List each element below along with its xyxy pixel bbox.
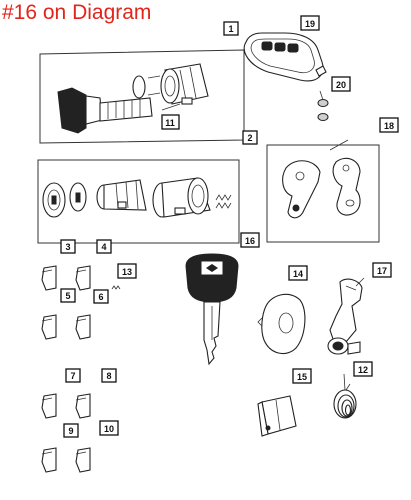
- svg-text:18: 18: [384, 121, 394, 131]
- svg-text:20: 20: [336, 80, 346, 90]
- callout-15: 15: [292, 368, 312, 384]
- callout-3: 3: [60, 239, 76, 254]
- callout-6: 6: [93, 289, 109, 304]
- ignition-key: [185, 253, 239, 366]
- callout-14: 14: [288, 265, 308, 281]
- cylinder-cap-15: [257, 395, 297, 437]
- coil-spring-12: [333, 383, 357, 419]
- svg-text:5: 5: [65, 291, 70, 301]
- retainer-clip-row4: [41, 447, 91, 473]
- svg-text:14: 14: [293, 269, 303, 279]
- callout-7: 7: [65, 368, 81, 383]
- retainer-clip-row2: [41, 314, 91, 340]
- svg-text:19: 19: [305, 19, 315, 29]
- svg-text:15: 15: [297, 372, 307, 382]
- callout-8: 8: [101, 368, 117, 383]
- svg-text:6: 6: [98, 292, 103, 302]
- latch-parts-frame: [266, 144, 380, 243]
- svg-text:7: 7: [70, 371, 75, 381]
- spring-6: [111, 285, 121, 290]
- svg-text:2: 2: [247, 133, 252, 143]
- callout-9: 9: [63, 423, 79, 438]
- svg-text:11: 11: [165, 118, 175, 128]
- lock-pawl: [332, 157, 361, 216]
- cylinder-bezel: [42, 182, 66, 218]
- callout-1: 1: [223, 21, 239, 36]
- callout-10: 10: [99, 420, 119, 436]
- door-cylinder-frame: [37, 159, 240, 244]
- callout-4: 4: [96, 239, 112, 254]
- callout-12: 12: [353, 361, 373, 377]
- svg-text:1: 1: [228, 24, 233, 34]
- callout-2: 2: [242, 130, 258, 145]
- ignition-lock-housing: [57, 87, 153, 134]
- door-lock-housing: [152, 177, 211, 218]
- callout-16: 16: [240, 232, 260, 248]
- callout-5: 5: [60, 288, 76, 303]
- callout-18: 18: [379, 117, 399, 133]
- svg-text:17: 17: [377, 266, 387, 276]
- page-title: #16 on Diagram: [2, 1, 152, 24]
- callout-19: 19: [300, 15, 320, 31]
- lock-actuator-17: [327, 278, 363, 355]
- svg-text:3: 3: [65, 242, 70, 252]
- svg-text:10: 10: [104, 424, 114, 434]
- leader-lines: [161, 90, 365, 391]
- svg-text:8: 8: [106, 371, 111, 381]
- svg-text:4: 4: [101, 242, 106, 252]
- door-lock-cylinder: [96, 179, 147, 211]
- svg-text:12: 12: [358, 365, 368, 375]
- callout-17: 17: [372, 262, 392, 278]
- ignition-o-ring: [132, 75, 161, 99]
- svg-text:16: 16: [245, 236, 255, 246]
- cylinder-spring: [215, 194, 232, 209]
- key-fob-transmitter: [243, 32, 327, 82]
- svg-text:9: 9: [68, 426, 73, 436]
- retainer-clip-row1: [41, 265, 91, 291]
- callout-13: 13: [117, 263, 137, 279]
- callout-11: 11: [161, 114, 180, 130]
- svg-text:13: 13: [122, 267, 132, 277]
- retainer-clip-row3: [41, 393, 91, 419]
- lock-bezel-14: [257, 293, 306, 355]
- lock-lever: [282, 160, 321, 219]
- callout-20: 20: [331, 76, 351, 92]
- fob-battery-button-parts: [317, 99, 329, 121]
- cylinder-gasket: [69, 182, 87, 212]
- ignition-cylinder: [160, 63, 209, 105]
